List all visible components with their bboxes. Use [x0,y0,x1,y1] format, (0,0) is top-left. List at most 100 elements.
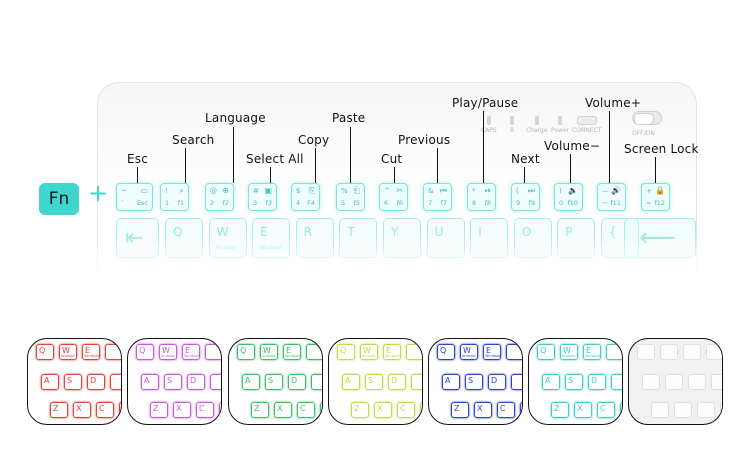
swatch-key: D [488,374,506,390]
swatch-key: C [196,402,214,418]
swatch-key: X [474,402,492,418]
swatch-key [711,374,722,390]
keyboard-fade [90,232,710,282]
connect-button[interactable]: CONNECT [572,116,602,134]
swatch-key-char: Z [454,404,460,413]
swatch-key: C [96,402,114,418]
power-switch[interactable] [632,111,662,125]
fn-key[interactable]: ~▭`Esc [116,183,153,211]
swatch-key-char: Q [340,346,347,355]
swatch-key: C [297,402,315,418]
fn-key-legend: 9 [516,198,521,207]
swatch-key-sub: Windows [585,353,601,358]
swatch-key [105,344,121,360]
swatch-key: Q [136,344,154,360]
fn-key-legend: # [253,187,259,195]
fn-key-legend: f5 [353,198,360,207]
swatch-key: A [41,374,59,390]
fn-key-legend: f9 [528,198,535,207]
swatch-key [306,344,322,360]
fn-key-legend: ▭ [140,186,148,195]
swatch-key: D [288,374,306,390]
swatch-key-char: Q [39,346,46,355]
swatch-key-char: A [245,376,251,385]
fn-key-legend: 4 [296,198,301,207]
swatch-key: Z [551,402,569,418]
fn-key[interactable]: +🔒=f12 [641,183,670,211]
swatch-key: A [342,374,360,390]
fn-key-legend: f8 [484,198,491,207]
swatch-key: X [73,402,91,418]
swatch-key-char: W [62,346,70,355]
search-leader [185,148,186,183]
fn-key-legend: 1 [165,198,170,207]
swatch-key [520,402,522,418]
swatch-key: C [397,402,415,418]
fn-key-legend: ⌕ [179,186,184,195]
swatch-key: X [374,402,392,418]
fn-key-legend: = [646,198,652,207]
fn-key-legend: 🔊 [611,186,621,195]
charge-indicator: Charge [526,116,548,134]
swatch-key: Q [437,344,455,360]
swatch-key: S [565,374,583,390]
label-next: Next [511,152,540,166]
swatch-key: S [164,374,182,390]
swatch-key: X [173,402,191,418]
swatch-key [406,344,422,360]
fn-key-legend: 6 [384,198,389,207]
swatch-key [320,402,322,418]
backlight-swatch [628,338,723,425]
language-leader [233,127,234,183]
swatch-key-char: E [185,346,191,355]
swatch-key-sub: Windows [285,353,301,358]
fn-key-legend: ⎗ [353,186,360,195]
swatch-key-char: E [85,346,91,355]
swatch-key-char: S [167,376,173,385]
swatch-key: D [388,374,406,390]
swatch-key: S [465,374,483,390]
swatch-key [311,374,322,390]
swatch-key [611,374,622,390]
swatch-key-sub: Android [262,353,276,358]
paste-leader [350,127,351,183]
swatch-key-char: W [162,346,170,355]
swatch-key: Q [337,344,355,360]
screen-lock-leader [655,157,656,183]
swatch-key-sub: Android [61,353,75,358]
fn-key[interactable]: —🔊−f11 [597,183,626,211]
fn-key-legend: & [428,187,434,195]
swatch-key-sub: Android [362,353,376,358]
copy-leader [315,148,316,183]
swatch-key-char: E [486,346,492,355]
swatch-key-char: Z [354,404,360,413]
fn-key-legend: ⊕ [222,186,229,195]
swatch-key: C [497,402,515,418]
fn-key-legend: 5 [341,198,346,207]
volume-down-leader [570,154,571,183]
swatch-key: Z [351,402,369,418]
swatch-key-char: Z [254,404,260,413]
fn-key-legend: 7 [428,198,433,207]
swatch-key [411,374,422,390]
swatch-key [683,344,701,360]
fn-key-legend: f12 [654,198,665,207]
fn-key-legend: ) [559,187,562,195]
swatch-key [205,344,221,360]
swatch-key-char: D [291,376,298,385]
